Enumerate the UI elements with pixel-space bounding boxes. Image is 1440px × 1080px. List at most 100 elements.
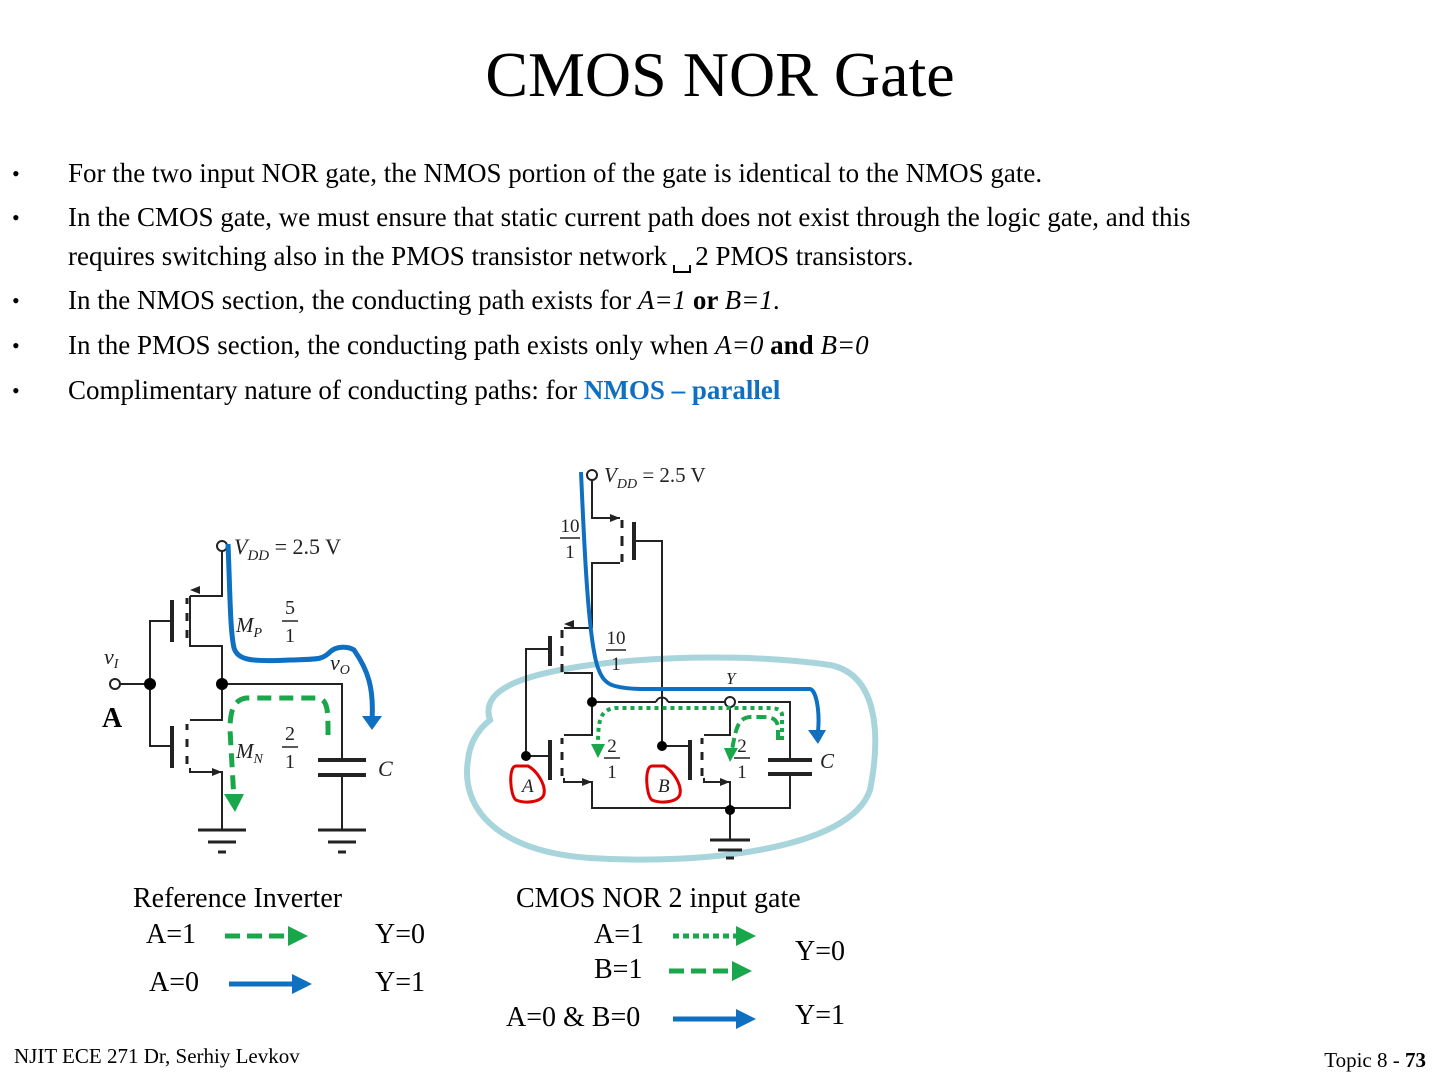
legend-dashed-green-arrow-icon: [225, 926, 308, 946]
pmos-current-path: [579, 471, 821, 733]
input-b-highlight: [645, 764, 682, 804]
inverter-caption: Reference Inverter: [133, 883, 343, 914]
p1-ratio-num: 10: [561, 516, 580, 537]
capacitor-plates: [768, 758, 812, 776]
var-b: B=1: [724, 285, 773, 315]
blue-arrowhead-icon: [362, 716, 382, 730]
cap-label: C: [820, 749, 835, 773]
vo-label: vO: [330, 650, 350, 678]
operator-or: or: [686, 285, 725, 315]
p1-ratio-den: 1: [565, 542, 575, 563]
legend-nor-ab0: A=0 & B=0: [506, 1002, 641, 1033]
nmos-arrow-icon: [212, 768, 222, 776]
input-a-label: A: [520, 776, 534, 797]
pmos-source-wire: [190, 551, 223, 597]
p2-drain-wire: [564, 672, 593, 702]
nmos-section-outline: [464, 654, 879, 863]
mn-ratio-num: 2: [285, 723, 295, 745]
footer-topic: Topic 8 -: [1324, 1048, 1405, 1072]
capacitor-plates: [318, 758, 366, 777]
bullet-2-line-2b: 2 PMOS transistors.: [695, 241, 914, 271]
inverter-schematic: VDD = 2.5 V MP 5 1 MN 2 1 vI vO C: [104, 534, 393, 854]
legend-solid-blue-arrow-icon: [229, 974, 312, 994]
input-b-label: B: [658, 776, 670, 797]
input-a-tag: A: [102, 703, 123, 734]
n1-drain-wire: [564, 702, 593, 736]
highlight-nmos-parallel: NMOS – parallel: [583, 375, 781, 405]
footer-course: NJIT ECE 271 Dr, Serhiy Levkov: [14, 1044, 300, 1068]
junction-dot: [144, 678, 156, 690]
output-wire: [222, 683, 343, 760]
legend-nor-y0: Y=0: [795, 936, 846, 967]
vi-terminal: [109, 678, 121, 690]
blue-arrowhead-icon: [808, 730, 826, 744]
operator-and: and: [763, 330, 821, 360]
junction-dot: [216, 678, 228, 690]
vdd-terminal: [216, 540, 228, 552]
wire-crossover: [655, 696, 669, 703]
mp-ratio-den: 1: [285, 625, 295, 647]
junction-dot: [521, 751, 531, 761]
vdd-terminal: [586, 469, 598, 481]
p1-gate-wire-b: [634, 540, 663, 746]
legend-nor-y1: Y=1: [795, 1000, 846, 1031]
legend-inverter-output-1: Y=0: [375, 919, 426, 950]
pmos-arrow-icon: [190, 586, 200, 594]
n1-source-wire: [563, 776, 791, 809]
vdd-label: VDD = 2.5 V: [604, 463, 706, 492]
nmos-source-wire: [189, 768, 223, 830]
bullet-text: Complimentary nature of conducting paths…: [68, 371, 1418, 410]
green-arrowhead-icon: [724, 748, 738, 762]
cap-label: C: [378, 756, 393, 781]
ground-symbol: [318, 828, 366, 854]
bullet-dot: •: [12, 205, 20, 230]
page-number: 73: [1405, 1048, 1426, 1072]
bullet-2-line-2a: requires switching also in the PMOS tran…: [68, 241, 668, 271]
legend-dashed-green-arrow-icon: [669, 961, 752, 981]
ground-symbol: [198, 828, 246, 854]
var-b: B=0: [820, 330, 869, 360]
mp-ratio-num: 5: [285, 597, 295, 619]
p1-arrow-icon: [610, 514, 620, 522]
green-arrowhead-icon: [591, 744, 605, 758]
text: In the NMOS section, the conducting path…: [68, 285, 638, 315]
n2-ratio-den: 1: [737, 762, 747, 783]
bullet-dot: •: [12, 378, 20, 403]
n1-arrow-icon: [582, 778, 592, 786]
n2-arrow-icon: [720, 778, 730, 786]
nor-gate-schematic: VDD = 2.5 V 10 1 10 1 2 1 2 1 Y C A B: [464, 463, 879, 863]
bullet-text: In the CMOS gate, we must ensure that st…: [68, 198, 1418, 276]
junction-dot: [657, 741, 667, 751]
mn-ratio-den: 1: [285, 751, 295, 773]
legend-inverter-input-1: A=1: [146, 919, 197, 950]
nmos-current-path: [227, 695, 331, 801]
slide-title: CMOS NOR Gate: [485, 39, 955, 110]
bullet-dot: •: [12, 161, 20, 186]
legend-nor-b1: B=1: [594, 954, 643, 985]
missing-glyph-box: [673, 265, 692, 273]
pmos-current-path: [225, 543, 375, 721]
nor-caption: CMOS NOR 2 input gate: [516, 883, 801, 914]
p2-ratio-num: 10: [607, 628, 626, 649]
bullet-text: In the NMOS section, the conducting path…: [68, 281, 1418, 320]
p2-gate-wire-a: [525, 648, 550, 756]
mn-label: MN: [235, 739, 264, 767]
output-node-wire: [592, 701, 791, 760]
nmos-drain-wire: [190, 684, 223, 721]
junction-dot: [587, 697, 597, 707]
vdd-label: VDD = 2.5 V: [234, 534, 341, 564]
p1-drain-wire: [591, 562, 620, 628]
mp-label: MP: [235, 613, 263, 641]
bullet-dot: •: [12, 288, 20, 313]
legend-solid-blue-arrow-icon: [673, 1009, 756, 1029]
bullet-text: In the PMOS section, the conducting path…: [68, 326, 1418, 365]
b-input-current-path: [730, 715, 780, 751]
text: In the PMOS section, the conducting path…: [68, 330, 716, 360]
input-a-highlight: [509, 764, 546, 804]
legend-nor-a1: A=1: [594, 919, 645, 950]
footer-page-number: Topic 8 - 73: [1324, 1048, 1426, 1073]
bullet-text: For the two input NOR gate, the NMOS por…: [68, 158, 1043, 188]
vi-label: vI: [104, 644, 120, 672]
var-a: A=0: [715, 330, 764, 360]
legend-inverter-input-2: A=0: [149, 967, 200, 998]
